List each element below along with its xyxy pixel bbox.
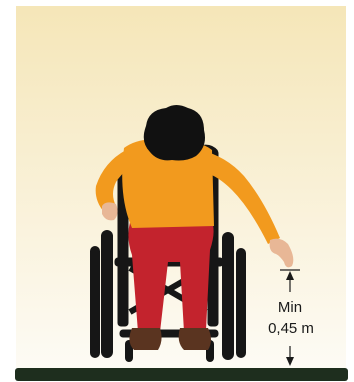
- measurement-label-value: 0,45 m: [258, 319, 324, 338]
- measurement-label-min: Min: [270, 298, 310, 317]
- head: [144, 105, 205, 161]
- floor-line: [15, 368, 348, 381]
